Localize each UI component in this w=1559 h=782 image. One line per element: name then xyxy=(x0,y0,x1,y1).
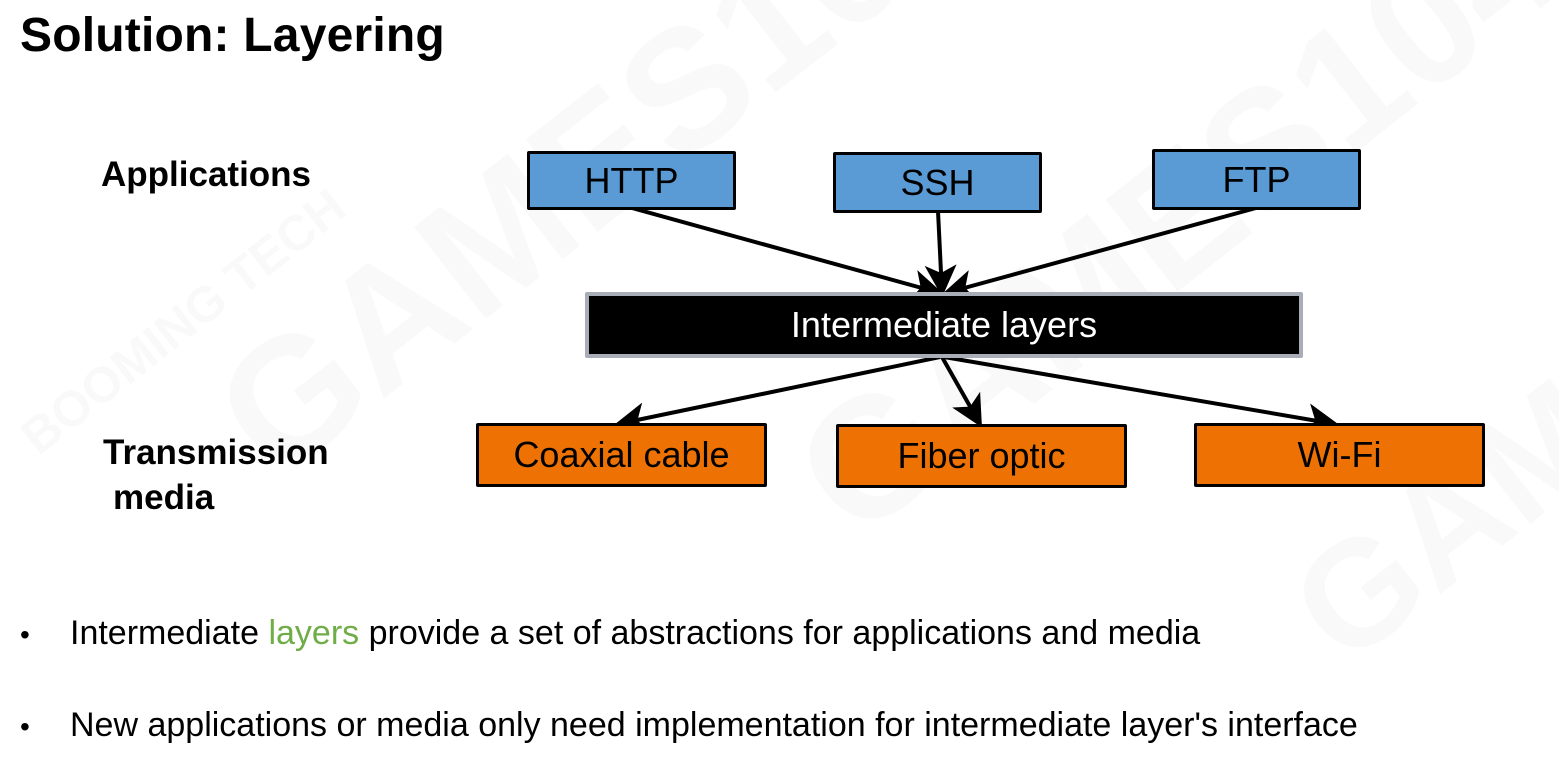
slide-title: Solution: Layering xyxy=(20,9,445,62)
bullet-text-part: Intermediate xyxy=(70,614,269,652)
bullet-item: • New applications or media only need im… xyxy=(20,706,1358,745)
bullet-marker: • xyxy=(20,619,30,650)
bullet-text-part: provide a set of abstractions for applic… xyxy=(359,614,1201,652)
arrow-ftp-to-intermediate xyxy=(942,206,1257,302)
media-box-coaxial: Coaxial cable xyxy=(476,423,767,487)
highlighted-word: layers xyxy=(268,614,360,652)
transmission-media-label-line1: Transmission xyxy=(103,433,329,472)
intermediate-layers-label: Intermediate layers xyxy=(790,304,1098,345)
intermediate-layers-box: Intermediate layers xyxy=(585,292,1303,358)
media-box-label: Wi-Fi xyxy=(1297,434,1382,475)
bullet-text: Intermediate layers provide a set of abs… xyxy=(70,614,1200,653)
applications-label: Applications xyxy=(101,155,312,194)
media-box-label: Coaxial cable xyxy=(513,434,730,475)
app-box-ftp: FTP xyxy=(1152,149,1361,210)
app-box-label: FTP xyxy=(1222,158,1291,200)
arrow-intermediate-to-fiber xyxy=(940,356,982,428)
arrow-ssh-to-intermediate xyxy=(924,210,957,297)
arrow-http-to-intermediate xyxy=(631,206,944,301)
app-box-label: SSH xyxy=(900,161,975,203)
app-box-label: HTTP xyxy=(584,159,679,201)
arrow-intermediate-to-wifi xyxy=(943,355,1339,436)
app-box-ssh: SSH xyxy=(833,152,1042,213)
arrow-intermediate-to-coaxial xyxy=(614,355,941,434)
transmission-media-label-line2: media xyxy=(113,478,215,517)
bullet-marker: • xyxy=(20,711,30,742)
app-box-http: HTTP xyxy=(527,151,736,210)
media-box-fiber: Fiber optic xyxy=(836,424,1127,488)
bullet-item: • Intermediate layers provide a set of a… xyxy=(20,614,1200,653)
media-box-label: Fiber optic xyxy=(897,435,1066,476)
media-box-wifi: Wi-Fi xyxy=(1194,423,1485,487)
bullet-text: New applications or media only need impl… xyxy=(70,706,1358,744)
